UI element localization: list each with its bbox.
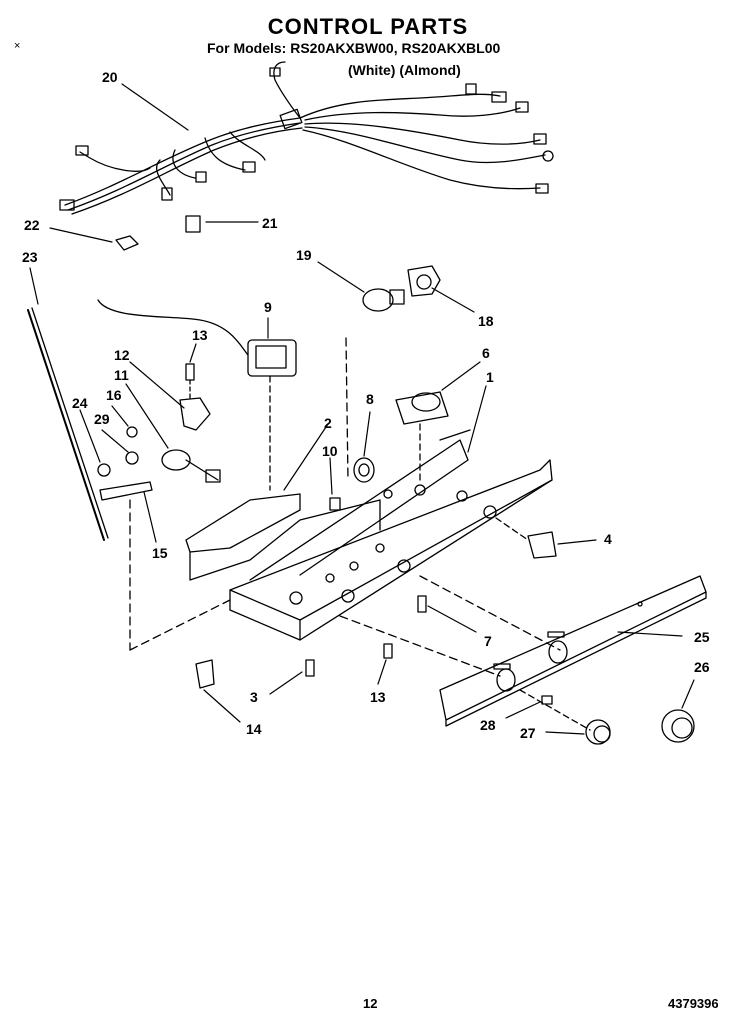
label-part-29: 29 (94, 411, 110, 427)
label-part-23: 23 (22, 249, 38, 265)
thermostat-9 (97, 299, 297, 491)
lamp-socket-18 (407, 265, 441, 297)
control-panel-25 (439, 575, 707, 727)
rod-23 (27, 309, 105, 541)
label-part-22: 22 (24, 217, 40, 233)
knob-26 (661, 709, 695, 743)
washer-29 (125, 451, 139, 465)
clip-4 (527, 531, 557, 559)
grommet-8 (353, 457, 375, 483)
label-part-24: 24 (72, 395, 88, 411)
label-part-11: 11 (114, 367, 129, 383)
label-part-18: 18 (478, 313, 494, 329)
screw-7 (417, 595, 427, 613)
shaft-11 (161, 449, 221, 483)
label-part-28: 28 (480, 717, 496, 733)
label-part-8: 8 (366, 391, 374, 407)
label-part-21: 21 (262, 215, 278, 231)
label-part-2: 2 (324, 415, 332, 431)
label-part-12: 12 (114, 347, 130, 363)
label-part-9: 9 (264, 299, 272, 315)
bracket-12 (179, 397, 211, 431)
label-part-26: 26 (694, 659, 710, 675)
label-part-14: 14 (246, 721, 262, 737)
label-part-3: 3 (250, 689, 258, 705)
document-number: 4379396 (668, 996, 719, 1011)
lamp-bulb-19 (362, 288, 405, 312)
control-housing-1 (229, 337, 553, 641)
clip-14 (195, 659, 215, 689)
label-part-10: 10 (322, 443, 338, 459)
clip-21 (185, 215, 201, 233)
label-part-7: 7 (484, 633, 492, 649)
screw-16 (126, 426, 138, 438)
models-line: For Models: RS20AKXBW00, RS20AKXBL00 (207, 40, 501, 56)
page-number: 12 (363, 996, 378, 1011)
label-part-16: 16 (106, 387, 122, 403)
clip-22 (115, 235, 139, 251)
bracket-15 (99, 481, 153, 501)
label-part-4: 4 (604, 531, 612, 547)
label-part-25: 25 (694, 629, 710, 645)
page-title: CONTROL PARTS (267, 14, 469, 39)
clip-28 (541, 695, 553, 705)
bracket-2 (185, 493, 301, 553)
label-part-13-upper: 13 (192, 327, 208, 343)
screw-10 (329, 497, 341, 511)
label-part-15: 15 (152, 545, 168, 561)
label-part-13-lower: 13 (370, 689, 386, 705)
colors-line: (White) (Almond) (348, 62, 461, 78)
label-part-19: 19 (296, 247, 312, 263)
label-part-1: 1 (486, 369, 494, 385)
wire-harness (59, 61, 554, 215)
screw-13-upper (185, 363, 195, 401)
screw-13-lower (383, 643, 393, 659)
label-part-20: 20 (102, 69, 118, 85)
defrost-timer-6 (395, 391, 449, 481)
label-part-6: 6 (482, 345, 490, 361)
corner-mark: × (14, 40, 21, 52)
label-part-27: 27 (520, 725, 536, 741)
washer-24 (97, 463, 111, 477)
screw-3 (305, 659, 315, 677)
knob-27 (585, 719, 611, 745)
